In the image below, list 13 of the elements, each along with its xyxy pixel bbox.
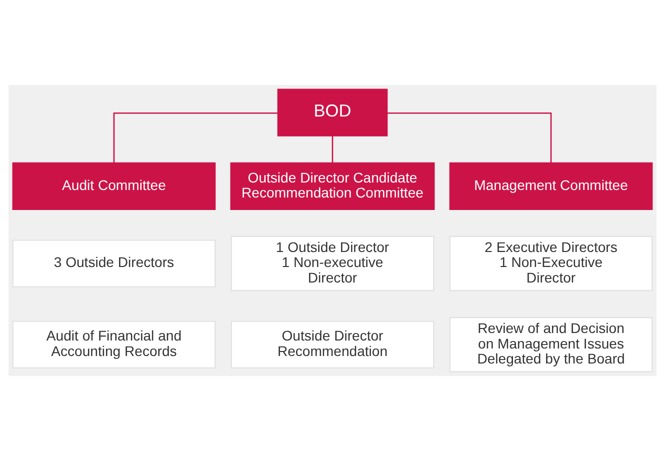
connector [387, 112, 552, 162]
node-box: 3 Outside Directors [12, 239, 216, 287]
node-box: 2 Executive Directors 1 Non-Executive Director [449, 235, 653, 291]
node-box: Outside Director Candidate Recommendation Committee [230, 162, 435, 210]
node-box: BOD [277, 88, 388, 136]
node-box: Management Committee [449, 162, 653, 210]
node-box: Outside Director Recommendation [230, 320, 434, 368]
node-box: Audit Committee [12, 162, 216, 210]
node-box: Audit of Financial and Accounting Records [12, 320, 216, 368]
connector [113, 112, 278, 162]
node-box: 1 Outside Director 1 Non-executive Director [230, 235, 434, 291]
node-box: Review of and Decision on Management Issues Delegated by the Board [449, 316, 653, 372]
connector [332, 135, 334, 162]
